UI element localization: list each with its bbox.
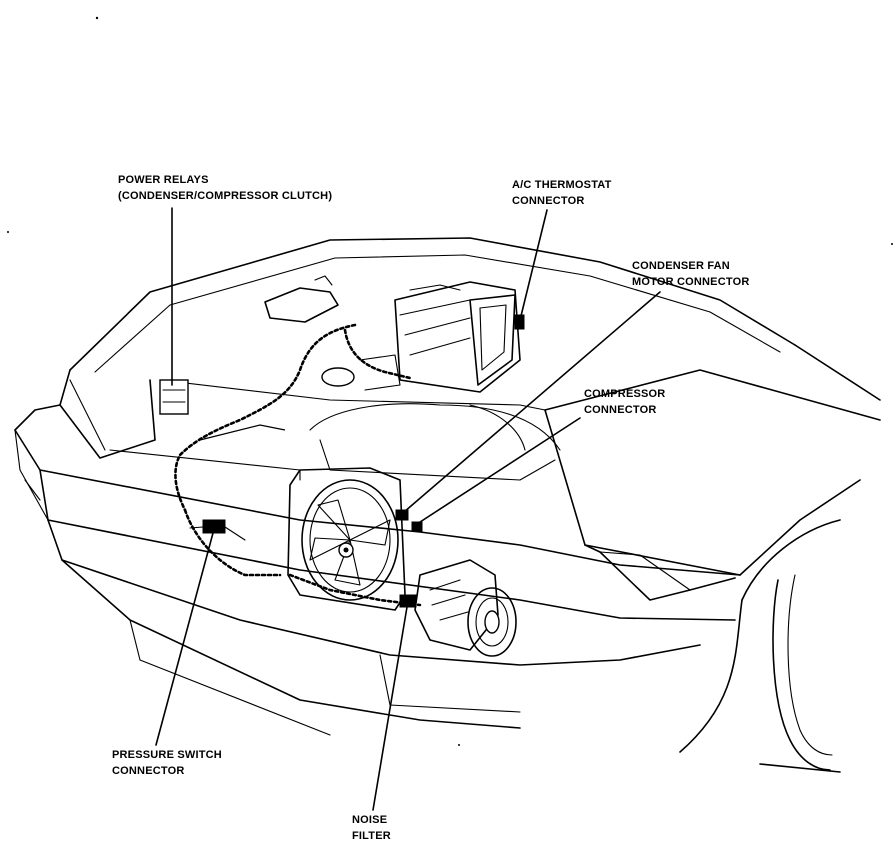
leader-lines — [155, 207, 661, 811]
hood-right-edge — [794, 344, 881, 401]
fan-ring-inner — [309, 487, 391, 593]
headlight-right — [599, 551, 736, 601]
label-power-relays: POWER RELAYS (CONDENSER/COMPRESSOR CLUTC… — [118, 172, 332, 204]
condenser-fan-connector — [395, 509, 409, 521]
distributor-cap — [321, 367, 355, 387]
car-body — [14, 237, 881, 773]
marker-light — [24, 479, 41, 501]
label-ac-thermostat: A/C THERMOSTAT CONNECTOR — [512, 177, 612, 209]
hood-rear-edge — [69, 237, 796, 371]
noise-filter — [399, 594, 417, 608]
valance — [61, 559, 521, 729]
tire-ground — [759, 763, 841, 773]
label-condenser-fan-line1: CONDENSER FAN — [632, 260, 730, 272]
engine-bay — [7, 16, 893, 746]
evaporator-ribs — [399, 299, 471, 356]
brake-booster — [359, 354, 401, 391]
label-noise-filter: NOISE FILTER — [352, 812, 391, 844]
engine-top — [309, 403, 561, 451]
air-cleaner — [469, 404, 526, 451]
pressure-switch-wires — [189, 526, 246, 541]
label-noise-filter-line2: FILTER — [352, 830, 391, 842]
compressor-clutch-hub — [484, 610, 500, 634]
hood-edge-link — [519, 404, 546, 411]
compressor-clutch-mid — [475, 597, 509, 647]
label-ac-thermostat-line2: CONNECTOR — [512, 195, 585, 207]
bumper-corner — [14, 429, 49, 521]
inner-fender-line — [159, 379, 521, 406]
label-pressure-switch-line1: PRESSURE SWITCH — [112, 749, 222, 761]
headlight-right-inner — [599, 551, 691, 591]
compressor-connector — [411, 521, 423, 532]
label-noise-filter-line1: NOISE — [352, 814, 388, 826]
label-pressure-switch-line2: CONNECTOR — [112, 765, 185, 777]
evaporator-face — [469, 294, 516, 386]
leader-pressure-switch — [155, 532, 214, 746]
speck — [458, 744, 460, 746]
headlight-left-inner — [69, 379, 106, 451]
hood-front-edge — [544, 409, 601, 553]
fan-ring-outer — [301, 479, 399, 601]
reservoir-cap — [314, 275, 333, 286]
wiring-harness-main — [174, 323, 357, 512]
washer-reservoir — [264, 287, 339, 323]
label-power-relays-line2: (CONDENSER/COMPRESSOR CLUTCH) — [118, 190, 333, 202]
leader-condenser-fan — [403, 291, 661, 513]
fan-blades — [309, 499, 391, 586]
engine-side — [319, 439, 556, 481]
headlight-left — [59, 369, 156, 459]
compressor-ribs — [429, 579, 469, 621]
pressure-switch-connector — [202, 519, 226, 534]
fender-top — [584, 479, 861, 576]
leader-ac-thermostat — [519, 209, 548, 321]
power-relay-box — [159, 379, 189, 415]
wiring-harness-branch — [343, 328, 412, 380]
hood-crease — [544, 369, 881, 421]
label-ac-thermostat-line1: A/C THERMOSTAT — [512, 179, 612, 191]
compressor-body — [414, 559, 499, 651]
speck — [7, 231, 9, 233]
fender-lower — [679, 599, 743, 753]
wheel-arch-upper — [741, 519, 841, 601]
fender-left — [14, 404, 61, 431]
leader-compressor — [416, 417, 581, 525]
label-compressor-line2: CONNECTOR — [584, 404, 657, 416]
tire-outer — [772, 579, 831, 771]
fan-shroud — [287, 467, 406, 611]
ac-thermostat-connector — [514, 314, 525, 330]
tire-inner — [787, 574, 833, 756]
harness-clip — [199, 424, 286, 441]
label-compressor-line1: COMPRESSOR — [584, 388, 666, 400]
speck — [95, 16, 99, 20]
windshield-base — [94, 254, 781, 373]
label-pressure-switch: PRESSURE SWITCH CONNECTOR — [112, 747, 222, 779]
fan-hub-center — [343, 547, 349, 553]
compressor-clutch-outer — [467, 587, 517, 657]
radiator-support — [109, 449, 301, 481]
bumper-mid — [39, 469, 736, 621]
evaporator-opening — [479, 304, 507, 371]
wiring-harness-lower — [183, 508, 282, 577]
valance-lower — [129, 619, 331, 736]
label-condenser-fan-line2: MOTOR CONNECTOR — [632, 276, 750, 288]
relay-detail — [162, 389, 186, 403]
label-compressor: COMPRESSOR CONNECTOR — [584, 386, 665, 418]
evaporator-box — [394, 281, 521, 393]
speck — [891, 243, 893, 245]
evaporator-top — [409, 284, 461, 291]
leader-noise-filter — [372, 606, 408, 811]
label-condenser-fan: CONDENSER FAN MOTOR CONNECTOR — [632, 258, 750, 290]
label-power-relays-line1: POWER RELAYS — [118, 174, 209, 186]
